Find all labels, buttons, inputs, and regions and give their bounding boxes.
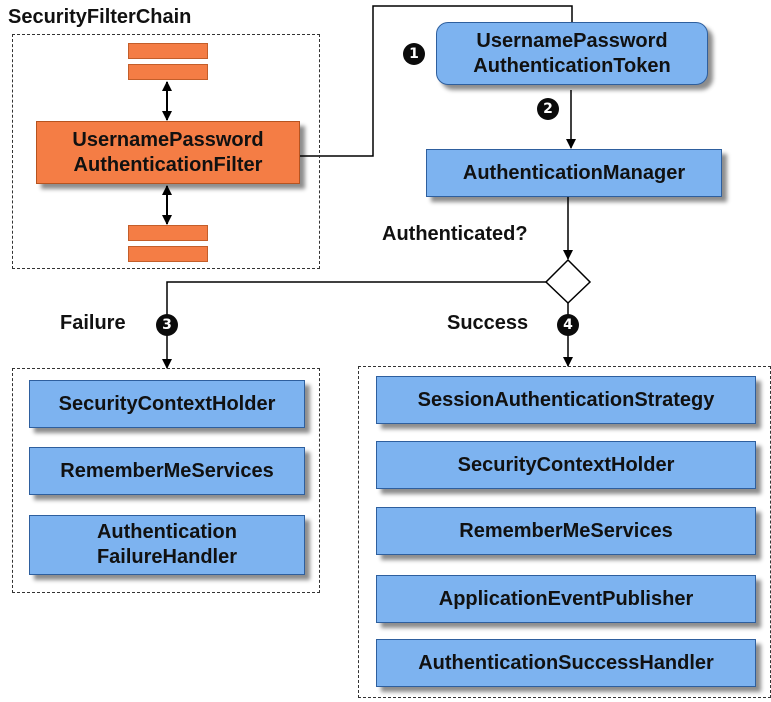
filter-to-token-line — [298, 5, 573, 157]
failure-handlers-group — [12, 368, 320, 593]
security-filter-chain — [12, 34, 320, 269]
success-label: Success — [447, 312, 529, 334]
failure-security-context-holder: SecurityContextHolder — [29, 380, 305, 428]
step-3-badge: 3 — [156, 314, 178, 336]
chain-filter-bar — [128, 64, 208, 80]
failure-handler-line1: Authentication — [96, 521, 237, 543]
chain-title: SecurityFilterChain — [8, 6, 192, 28]
token-label-line2: AuthenticationToken — [473, 54, 671, 77]
chain-filter-bar — [128, 43, 208, 59]
success-remember-me-services: RememberMeServices — [376, 507, 756, 555]
username-password-authentication-filter: UsernamePassword AuthenticationFilter — [36, 121, 300, 184]
application-event-publisher: ApplicationEventPublisher — [376, 575, 756, 623]
chain-filter-bar — [128, 225, 208, 241]
filter-label-line1: UsernamePassword — [72, 128, 264, 151]
username-password-authentication-token: UsernamePassword AuthenticationToken — [436, 22, 708, 85]
failure-branch-line — [162, 281, 546, 369]
step-4-badge: 4 — [557, 314, 579, 336]
decision-diamond — [544, 258, 592, 305]
step-2-badge: 2 — [537, 98, 559, 120]
token-label-line1: UsernamePassword — [476, 29, 668, 52]
authentication-failure-handler: Authentication FailureHandler — [29, 515, 305, 575]
success-security-context-holder: SecurityContextHolder — [376, 441, 756, 489]
authentication-manager: AuthenticationManager — [426, 149, 722, 197]
failure-label: Failure — [60, 312, 126, 334]
chain-filter-bar — [128, 246, 208, 262]
session-authentication-strategy: SessionAuthenticationStrategy — [376, 376, 756, 424]
filter-label-line2: AuthenticationFilter — [73, 153, 263, 176]
authenticated-question-label: Authenticated? — [382, 223, 528, 245]
authentication-success-handler: AuthenticationSuccessHandler — [376, 639, 756, 687]
failure-remember-me-services: RememberMeServices — [29, 447, 305, 495]
step-1-badge: 1 — [403, 43, 425, 65]
failure-handler-line2: FailureHandler — [96, 546, 238, 568]
